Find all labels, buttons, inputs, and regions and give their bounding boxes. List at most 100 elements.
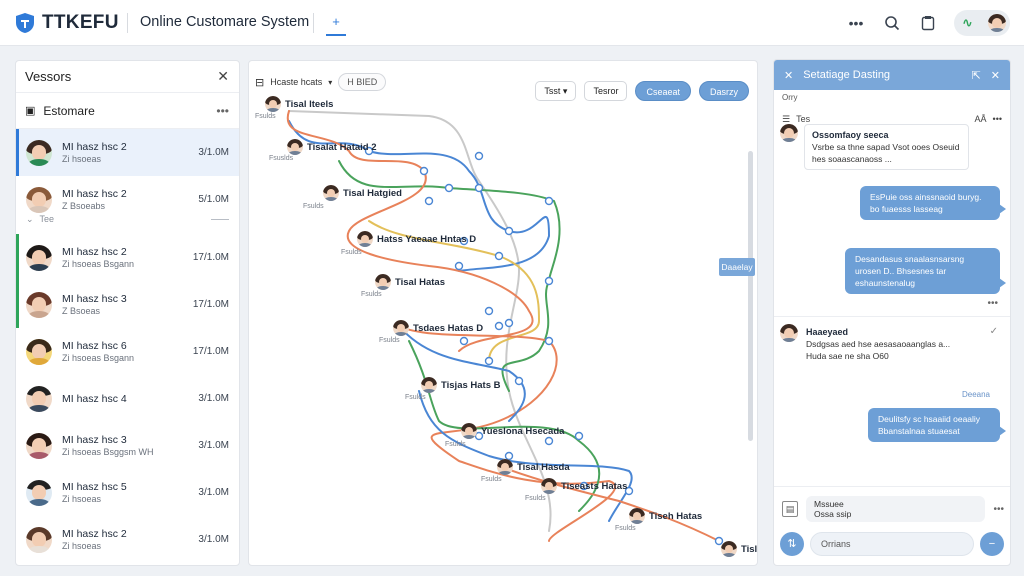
- attachment-row[interactable]: ▤ Mssuee Ossa ssip •••: [782, 496, 1004, 522]
- timestamp: 17/1.0M: [192, 252, 229, 263]
- more-dots-icon[interactable]: •••: [216, 103, 229, 118]
- journey-node[interactable]: Tiseasts Hatas: [541, 478, 627, 494]
- timestamp: 3/1.0M: [198, 534, 229, 545]
- incoming-message: Ossomfaoy seeca Vsrbe sa thne sapad Vsot…: [780, 124, 969, 170]
- avatar: [26, 432, 52, 459]
- journey-node[interactable]: Hatss Yaeaae Hntas D: [357, 231, 476, 247]
- avatar: [629, 508, 645, 524]
- node-label: Tisjas Hats B: [441, 379, 501, 391]
- close-icon[interactable]: ✕: [217, 68, 229, 84]
- check-icon: ✓: [989, 326, 998, 337]
- contact-sub: Zi hsoeas: [62, 493, 102, 504]
- node-label: Tislas: [741, 543, 758, 555]
- node-sub: Fsulds: [255, 113, 276, 120]
- journey-node[interactable]: Tislas: [721, 541, 758, 557]
- journey-node[interactable]: Tisal Hatgied: [323, 185, 402, 201]
- more-dots-icon[interactable]: •••: [848, 15, 864, 31]
- tab-add[interactable]: +: [326, 10, 346, 36]
- contact-name: MI hasz hsc 3: [62, 292, 127, 305]
- more-dots-icon[interactable]: •••: [993, 503, 1004, 515]
- outgoing-message: EsPuie oss ainssnaoid buryg. bo fuaesss …: [860, 186, 1006, 220]
- node-label: Tisal Hatgied: [343, 187, 402, 199]
- message-input[interactable]: Orrians: [810, 532, 974, 556]
- close-icon[interactable]: ✕: [784, 69, 794, 82]
- normal-button[interactable]: Tesror: [584, 81, 628, 101]
- conversation-header: ✕ Setatiage Dasting ⇱ ✕: [774, 60, 1010, 90]
- side-tag[interactable]: Daaelay: [719, 258, 755, 276]
- customer-section-header[interactable]: ▣ Estomare •••: [16, 93, 239, 129]
- timestamp: 17/1.0M: [192, 299, 229, 310]
- timestamp: 5/1.0M: [198, 194, 229, 205]
- user-avatar[interactable]: [988, 14, 1006, 32]
- journey-node[interactable]: Tisal lteels: [265, 96, 333, 112]
- node-label: Tisal lteels: [285, 98, 334, 110]
- journey-node[interactable]: Tisjas Hats B: [421, 377, 501, 393]
- journey-node[interactable]: Tisal Hasda: [497, 459, 570, 475]
- timestamp: 3/1.0M: [198, 393, 229, 404]
- contact-name: MI hasz hsc 2: [62, 140, 127, 153]
- journey-node[interactable]: Tiseh Hatas: [629, 508, 702, 524]
- more-dots-icon[interactable]: •••: [987, 298, 998, 309]
- message-text: Vsrbe sa thne sapad Vsot ooes Oseuid hes…: [812, 142, 960, 164]
- chevron-down-icon[interactable]: ▾: [328, 77, 333, 87]
- select-dropdown[interactable]: Tsst ▾: [535, 81, 577, 101]
- attachment-preview[interactable]: Mssuee Ossa ssip: [806, 496, 986, 522]
- message-label: Deeana: [961, 390, 990, 399]
- more-dots-icon[interactable]: •••: [992, 114, 1002, 124]
- font-size-icon[interactable]: AÅ: [974, 114, 987, 124]
- emoji-button[interactable]: ⇅: [780, 532, 804, 556]
- clipboard-icon[interactable]: [918, 13, 938, 33]
- avatar: [265, 96, 281, 112]
- divider: [774, 486, 1010, 487]
- contact-sub: Z Bsoeabs: [62, 200, 106, 211]
- send-button[interactable]: −: [980, 532, 1004, 556]
- contact-name: MI hasz hsc 6: [62, 339, 127, 352]
- canvas-toolbar: ⊟ Hcaste hcats ▾ H BIED: [255, 73, 387, 91]
- tag-icon: ⌄: [26, 213, 34, 224]
- avatar: [26, 186, 52, 213]
- incoming-message: Haaeyaed Dsdgsas aed hse aesasaoaanglas …: [780, 324, 974, 364]
- brand[interactable]: TTKEFU: [14, 12, 119, 34]
- journey-node[interactable]: Tisal Hatas: [375, 274, 445, 290]
- sender-name: Haaeyaed: [806, 327, 849, 337]
- journey-node[interactable]: Tsdaes Hatas D: [393, 320, 483, 336]
- expand-icon[interactable]: ⇱: [971, 69, 981, 82]
- primary-button[interactable]: Cseaeat: [635, 81, 691, 101]
- contact-sub: Zi hsoeas: [62, 153, 102, 164]
- node-label: Tisal Hatas: [395, 276, 445, 288]
- timestamp: 17/1.0M: [192, 346, 229, 357]
- list-icon[interactable]: ☰: [782, 113, 791, 124]
- filter-chip[interactable]: H BIED: [338, 73, 387, 91]
- journey-node[interactable]: Yueslona Hsecada: [461, 423, 564, 439]
- contact-name: MI hasz hsc 2: [62, 245, 127, 258]
- filter-icon[interactable]: ⊟: [255, 76, 265, 89]
- voice-user-pill[interactable]: ∿: [954, 10, 1010, 36]
- filter-dropdown[interactable]: Hcaste hcats: [270, 77, 323, 87]
- list-item[interactable]: MI hasz hsc 4 3/1.0M: [16, 375, 239, 422]
- contact-sub: Zi hsoeas Bsgann: [62, 258, 135, 269]
- timestamp: 3/1.0M: [198, 147, 229, 158]
- secondary-button[interactable]: Dasrzy: [698, 81, 749, 101]
- avatar: [287, 139, 303, 155]
- journey-node[interactable]: Tisalat Hataid 2: [287, 139, 377, 155]
- avatar: [323, 185, 339, 201]
- vertical-scrollbar[interactable]: [748, 151, 753, 441]
- search-icon[interactable]: [882, 13, 902, 33]
- app-title: Online Customare System: [140, 14, 310, 30]
- connection-lines: [286, 110, 724, 546]
- node-sub: Fsulds: [379, 337, 400, 344]
- contact-sub: Zi hsoeas Bsggsm WH: [62, 446, 154, 457]
- avatar: [780, 124, 798, 142]
- close-icon[interactable]: ✕: [990, 69, 1000, 82]
- journey-map-canvas[interactable]: ⊟ Hcaste hcats ▾ H BIED Tsst ▾ Tesror Cs…: [248, 60, 758, 566]
- divider: [313, 13, 314, 33]
